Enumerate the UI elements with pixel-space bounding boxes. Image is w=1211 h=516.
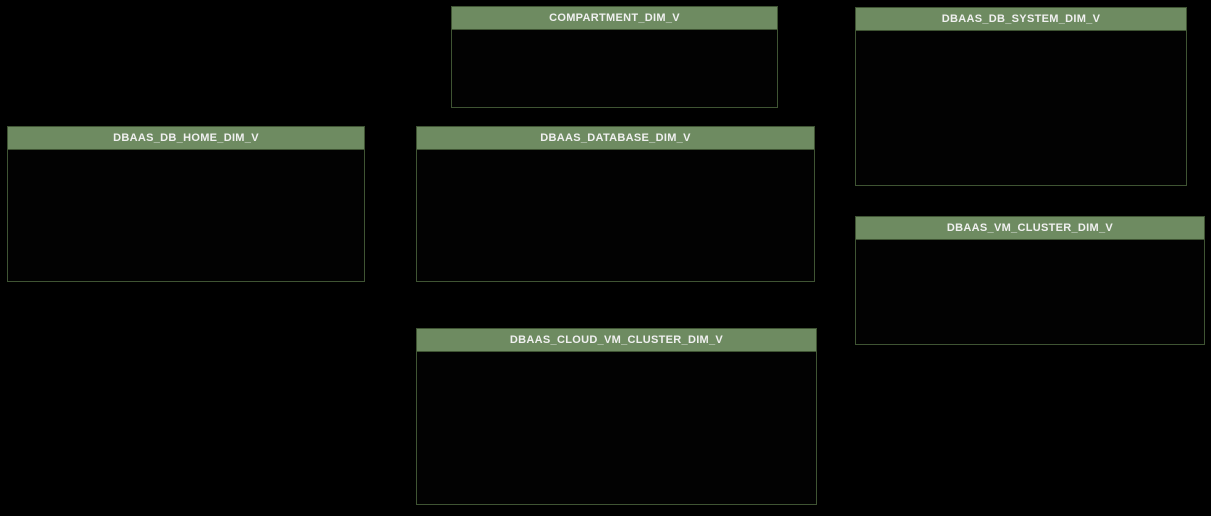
table-body — [417, 150, 814, 281]
table-body — [856, 240, 1204, 344]
table-dbaas-db-home-dim-v[interactable]: DBAAS_DB_HOME_DIM_V — [7, 126, 365, 282]
table-dbaas-vm-cluster-dim-v[interactable]: DBAAS_VM_CLUSTER_DIM_V — [855, 216, 1205, 345]
table-body — [417, 352, 816, 504]
table-header: DBAAS_DB_SYSTEM_DIM_V — [856, 8, 1186, 31]
table-body — [452, 30, 777, 107]
table-dbaas-cloud-vm-cluster-dim-v[interactable]: DBAAS_CLOUD_VM_CLUSTER_DIM_V — [416, 328, 817, 505]
table-title: DBAAS_CLOUD_VM_CLUSTER_DIM_V — [509, 334, 724, 346]
table-title: DBAAS_DATABASE_DIM_V — [540, 132, 691, 144]
table-header: COMPARTMENT_DIM_V — [452, 7, 777, 30]
table-header: DBAAS_VM_CLUSTER_DIM_V — [856, 217, 1204, 240]
table-title: COMPARTMENT_DIM_V — [549, 12, 680, 24]
table-dbaas-db-system-dim-v[interactable]: DBAAS_DB_SYSTEM_DIM_V — [855, 7, 1187, 186]
table-body — [856, 31, 1186, 185]
table-title: DBAAS_DB_SYSTEM_DIM_V — [941, 13, 1101, 25]
table-compartment-dim-v[interactable]: COMPARTMENT_DIM_V — [451, 6, 778, 108]
table-body — [8, 150, 364, 281]
table-dbaas-database-dim-v[interactable]: DBAAS_DATABASE_DIM_V — [416, 126, 815, 282]
table-header: DBAAS_DB_HOME_DIM_V — [8, 127, 364, 150]
table-header: DBAAS_CLOUD_VM_CLUSTER_DIM_V — [417, 329, 816, 352]
table-title: DBAAS_DB_HOME_DIM_V — [113, 132, 259, 144]
table-header: DBAAS_DATABASE_DIM_V — [417, 127, 814, 150]
table-title: DBAAS_VM_CLUSTER_DIM_V — [946, 222, 1114, 234]
